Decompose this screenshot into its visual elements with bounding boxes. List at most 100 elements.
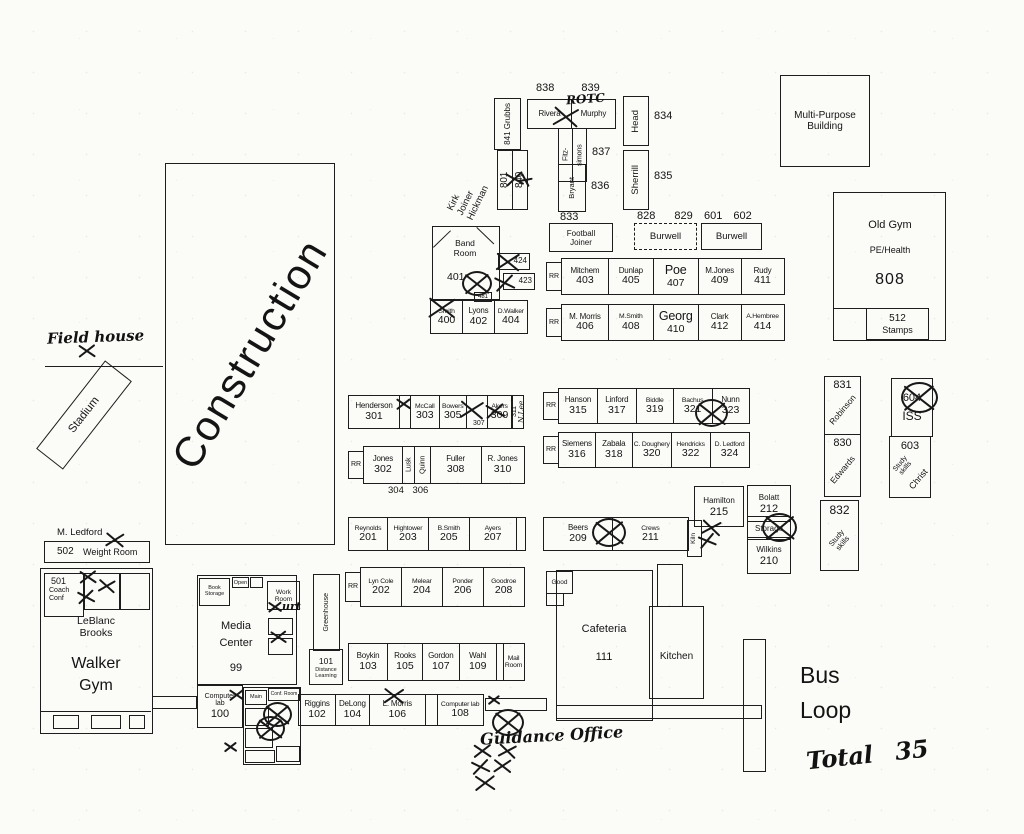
x-mark [79, 569, 96, 583]
room-836-number: 836 [591, 180, 610, 192]
pe-health-label: PE/Health [869, 245, 911, 255]
room-number: 410 [666, 322, 685, 335]
room-name: Jones [372, 454, 394, 464]
south-corridor [556, 705, 762, 719]
x-mark [270, 630, 286, 643]
stamps-room: 512 Stamps [866, 308, 929, 340]
room-name: Bowers [441, 402, 464, 410]
x-mark [105, 530, 126, 548]
room-number: 208 [494, 584, 513, 597]
room-number: 201 [359, 531, 377, 544]
room-number: 409 [710, 274, 729, 287]
x-mark [495, 250, 521, 272]
room-name: Clark [710, 311, 729, 321]
walker-gym-label: Walker Gym [71, 655, 121, 695]
room-837-number: 837 [592, 146, 611, 158]
room-212-number: 212 [759, 502, 779, 515]
burwell-room-b: Burwell [701, 223, 762, 250]
room-name: Siemens [562, 439, 592, 449]
bleacher-1 [53, 715, 79, 729]
room-number: 318 [605, 447, 623, 460]
room-number: 324 [720, 447, 739, 460]
room-number: 206 [453, 584, 472, 597]
room-name: Henderson [355, 401, 393, 411]
greenhouse: Greenhouse [313, 574, 340, 651]
rooms-838-839-numbers: 838 839 [536, 82, 600, 94]
media-small-room [250, 577, 263, 588]
room-number: 103 [359, 659, 377, 672]
kitchen-label: Kitchen [659, 651, 694, 662]
kitchen-corridor-stub [657, 564, 683, 607]
room-name: D. Ledford [714, 440, 745, 448]
wilkins-label: Wilkins [756, 544, 782, 554]
old-gym: Old Gym PE/Health 808 512 Stamps [833, 192, 946, 341]
field-house-underline [45, 366, 163, 367]
construction-area: Construction [163, 163, 337, 545]
x-mark [427, 295, 457, 320]
handwriting-rotc: ROTC [565, 90, 606, 108]
room-name: Ayers [484, 524, 501, 532]
burwell-room-a: Burwell [634, 223, 697, 250]
stamps-label: Stamps [882, 325, 913, 335]
room-481-number: 481 [478, 294, 489, 300]
room-name: Poe [664, 263, 687, 278]
room-name: Gordon [428, 651, 454, 661]
x-mark [492, 757, 511, 773]
handwriting-scribble-urt: urt [282, 600, 301, 613]
room-832-study-skills: 832 Study skills [820, 500, 859, 571]
burwell-a-label: Burwell [649, 231, 682, 242]
x-mark [552, 104, 581, 128]
room-number: 302 [374, 462, 392, 475]
walker-gym: 501 Coach Conf LeBlanc Brooks Walker Gym [40, 568, 153, 734]
room-number: 411 [754, 274, 771, 287]
room-number: 109 [468, 659, 487, 672]
room-number: 102 [308, 707, 326, 720]
circled-x-mark [256, 716, 285, 741]
room-name: M.Smith [619, 313, 643, 321]
room-835-number: 835 [654, 170, 673, 182]
room-number: 321 [683, 403, 702, 416]
admin-room-4 [276, 746, 300, 762]
cafeteria-step [546, 593, 564, 606]
computer-lab-100: Computer lab 100 [197, 685, 243, 728]
open-room: Open [232, 577, 249, 588]
room-808-number: 808 [875, 271, 905, 288]
room-830-number: 830 [833, 437, 852, 449]
room-name: M.Jones [705, 265, 735, 275]
room-name: B.Smith [437, 524, 461, 532]
circled-x-mark [592, 518, 626, 547]
room-name: Bachus [681, 396, 704, 404]
room-name: Rudy [753, 265, 772, 275]
room-name: Hanson [564, 395, 592, 405]
room-833-number: 833 [560, 211, 579, 223]
room-number: 316 [568, 447, 586, 460]
rooms-304-306-numbers: 304 306 [388, 485, 429, 496]
circled-x-mark [762, 513, 797, 542]
room-name: Crews [641, 524, 660, 532]
room-number: 315 [569, 403, 587, 416]
leblanc-brooks-label: LeBlanc Brooks [77, 615, 115, 640]
room-name: DeLong [338, 699, 366, 709]
work-room-label: Work Room [274, 589, 293, 604]
x-mark [268, 601, 282, 612]
room-834-number: 834 [654, 110, 673, 122]
x-mark [76, 588, 94, 604]
room-100-number: 100 [210, 708, 230, 720]
room-number: 207 [483, 531, 502, 544]
hamilton-label: Hamilton [703, 495, 735, 505]
weight-room-number: 502 [57, 546, 74, 557]
room-blank [515, 517, 526, 551]
room-number: 106 [388, 707, 407, 720]
room-number: 211 [642, 531, 659, 544]
main-office: Main [245, 690, 267, 705]
room-number: 323 [721, 403, 740, 416]
room-number: 205 [440, 531, 458, 544]
